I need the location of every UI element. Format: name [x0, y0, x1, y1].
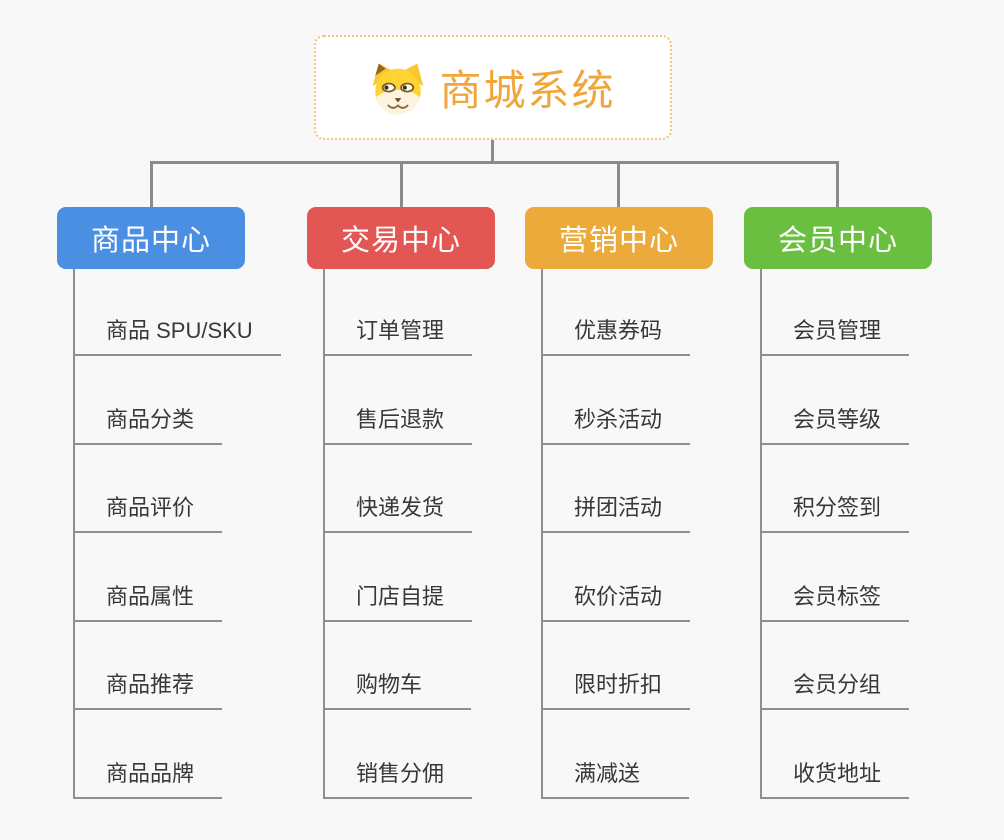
leaf-node[interactable]: 优惠券码 — [541, 269, 691, 356]
leaf-node[interactable]: 秒杀活动 — [541, 356, 691, 445]
leaf-node[interactable]: 会员标签 — [760, 533, 910, 622]
leaf-node[interactable]: 购物车 — [323, 622, 471, 710]
leaf-node[interactable]: 会员等级 — [760, 356, 910, 445]
doge-icon — [373, 63, 424, 114]
leaf-node[interactable]: 满减送 — [541, 710, 689, 799]
branch-node-trade[interactable]: 交易中心 — [307, 207, 495, 269]
branch-members: 会员中心 会员管理 会员等级 积分签到 会员标签 会员分组 收货地址 — [744, 207, 932, 799]
leaf-node[interactable]: 限时折扣 — [541, 622, 691, 710]
leaf-node[interactable]: 拼团活动 — [541, 445, 691, 533]
branch-node-marketing[interactable]: 营销中心 — [525, 207, 713, 269]
branch-trade: 交易中心 订单管理 售后退款 快递发货 门店自提 购物车 销售分佣 — [307, 207, 495, 799]
leaf-node[interactable]: 会员管理 — [760, 269, 910, 356]
branch-node-members[interactable]: 会员中心 — [744, 207, 932, 269]
connector-drop-members — [836, 161, 839, 208]
branch-products-items: 商品 SPU/SKU 商品分类 商品评价 商品属性 商品推荐 商品品牌 — [73, 269, 281, 799]
connector-stem — [491, 140, 494, 163]
leaf-node[interactable]: 收货地址 — [760, 710, 910, 799]
connector-drop-marketing — [617, 161, 620, 208]
root-title: 商城系统 — [439, 67, 616, 114]
leaf-node[interactable]: 商品评价 — [73, 445, 223, 533]
leaf-node[interactable]: 订单管理 — [323, 269, 473, 356]
leaf-node[interactable]: 商品属性 — [73, 533, 223, 622]
leaf-node[interactable]: 售后退款 — [323, 356, 473, 445]
branch-products: 商品中心 商品 SPU/SKU 商品分类 商品评价 商品属性 商品推荐 商品品牌 — [57, 207, 281, 799]
leaf-node[interactable]: 商品品牌 — [73, 710, 223, 799]
branch-marketing-items: 优惠券码 秒杀活动 拼团活动 砍价活动 限时折扣 满减送 — [541, 269, 713, 799]
connector-drop-products — [150, 161, 153, 208]
leaf-node[interactable]: 销售分佣 — [323, 710, 473, 799]
leaf-node[interactable]: 快递发货 — [323, 445, 473, 533]
branch-node-products[interactable]: 商品中心 — [57, 207, 245, 269]
connector-rail — [150, 161, 839, 164]
leaf-node[interactable]: 商品推荐 — [73, 622, 223, 710]
leaf-node[interactable]: 会员分组 — [760, 622, 910, 710]
leaf-node[interactable]: 砍价活动 — [541, 533, 691, 622]
leaf-node[interactable]: 积分签到 — [760, 445, 910, 533]
connector-drop-trade — [400, 161, 403, 208]
leaf-node[interactable]: 商品分类 — [73, 356, 223, 445]
branch-marketing: 营销中心 优惠券码 秒杀活动 拼团活动 砍价活动 限时折扣 满减送 — [525, 207, 713, 799]
branch-members-items: 会员管理 会员等级 积分签到 会员标签 会员分组 收货地址 — [760, 269, 932, 799]
root-node[interactable]: 商城系统 — [314, 35, 672, 140]
branch-trade-items: 订单管理 售后退款 快递发货 门店自提 购物车 销售分佣 — [323, 269, 495, 799]
leaf-node[interactable]: 门店自提 — [323, 533, 473, 622]
leaf-node[interactable]: 商品 SPU/SKU — [73, 269, 281, 356]
